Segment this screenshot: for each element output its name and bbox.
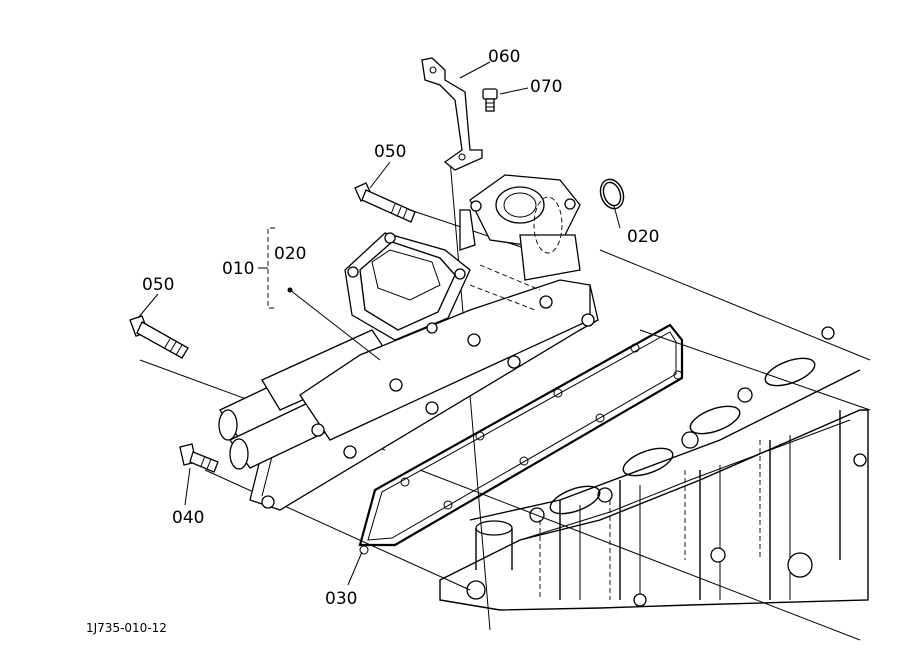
label-050-top: 050 bbox=[374, 142, 406, 162]
label-050-left: 050 bbox=[142, 275, 174, 295]
label-040: 040 bbox=[172, 508, 204, 528]
bolt-040 bbox=[179, 443, 219, 473]
intake-manifold-010 bbox=[218, 174, 599, 511]
part-labels: 060 070 050 020 010 020 050 040 030 1J73… bbox=[86, 47, 659, 635]
label-020-bracket: 020 bbox=[274, 244, 306, 264]
label-060: 060 bbox=[488, 47, 520, 67]
center-lines bbox=[139, 159, 871, 641]
o-ring-020 bbox=[599, 178, 625, 210]
drawing-code: 1J735-010-12 bbox=[86, 621, 167, 635]
cylinder-head-illustration bbox=[439, 326, 869, 611]
gasket-030 bbox=[358, 323, 684, 555]
label-010: 010 bbox=[222, 259, 254, 279]
label-020-ring: 020 bbox=[627, 227, 659, 247]
bracket-060 bbox=[421, 57, 483, 171]
label-070: 070 bbox=[530, 77, 562, 97]
label-leaders bbox=[137, 61, 621, 586]
bolt-070 bbox=[482, 88, 498, 112]
bolt-050-left bbox=[129, 315, 189, 359]
label-030: 030 bbox=[325, 589, 357, 609]
bolt-050-top bbox=[354, 182, 416, 223]
